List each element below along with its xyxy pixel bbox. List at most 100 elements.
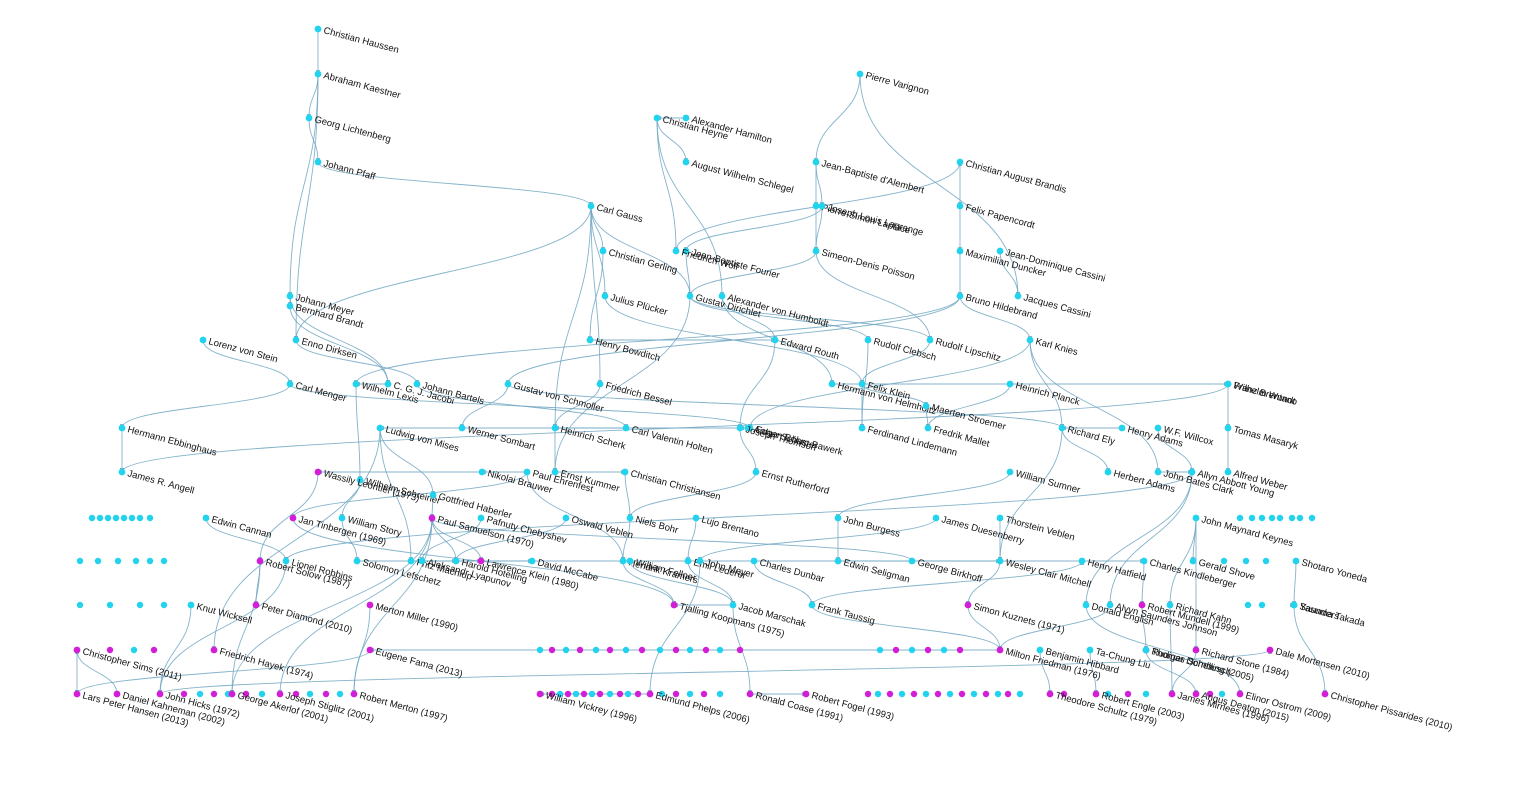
node-dot[interactable] (73, 646, 81, 654)
node-dot[interactable] (1082, 601, 1090, 609)
node-dot[interactable] (202, 514, 210, 522)
node-dot[interactable] (684, 557, 692, 565)
node-dot[interactable] (718, 292, 726, 300)
node-dot[interactable] (682, 114, 690, 122)
node-dot[interactable] (858, 424, 866, 432)
node-dot[interactable] (956, 158, 964, 166)
node-dot[interactable] (523, 468, 531, 476)
node-sombart[interactable]: Werner Sombart (458, 424, 537, 453)
node-dot[interactable] (305, 114, 313, 122)
node-dot[interactable] (314, 158, 322, 166)
node-dot[interactable] (750, 557, 758, 565)
node-dot[interactable] (366, 646, 374, 654)
node-christiansen[interactable]: Christian Christiansen (621, 468, 722, 503)
node-dot[interactable] (276, 690, 284, 698)
node-fama[interactable]: Eugene Fama (2013) (366, 646, 464, 680)
node-dot[interactable] (1192, 514, 1200, 522)
node-dot[interactable] (252, 601, 260, 609)
node-mitchell[interactable]: Wesley Clair Mitchell (996, 557, 1092, 591)
node-dot[interactable] (1166, 601, 1174, 609)
node-pfaff[interactable]: Johann Pfaff (314, 158, 377, 183)
node-dot[interactable] (587, 202, 595, 210)
node-ebbinghaus[interactable]: Hermann Ebbinghaus (118, 424, 218, 459)
node-dot[interactable] (1104, 468, 1112, 476)
node-dot[interactable] (428, 514, 436, 522)
node-dot[interactable] (864, 336, 872, 344)
node-dot[interactable] (1118, 424, 1126, 432)
node-dot[interactable] (210, 646, 218, 654)
node-dot[interactable] (528, 557, 536, 565)
node-dot[interactable] (834, 557, 842, 565)
node-dot[interactable] (1168, 690, 1176, 698)
node-lagrange[interactable]: Joseph Louis Lagrange (818, 202, 925, 238)
node-dot[interactable] (812, 247, 820, 255)
node-dot[interactable] (746, 690, 754, 698)
node-dot[interactable] (477, 557, 485, 565)
node-dot[interactable] (187, 601, 195, 609)
node-dot[interactable] (352, 380, 360, 388)
node-dot[interactable] (729, 601, 737, 609)
node-knies[interactable]: Karl Knies (1026, 336, 1080, 358)
node-dot[interactable] (118, 468, 126, 476)
node-dot[interactable] (1224, 380, 1232, 388)
node-dalembert[interactable]: Jean-Baptiste d'Alembert (812, 158, 926, 196)
node-brentano_f[interactable]: Franz Brentano (1224, 380, 1299, 408)
node-rutherford[interactable]: Ernst Rutherford (752, 468, 831, 497)
node-dot[interactable] (477, 514, 485, 522)
node-hayek[interactable]: Friedrich Hayek (1974) (210, 646, 315, 682)
node-dot[interactable] (619, 557, 627, 565)
node-dot[interactable] (586, 336, 594, 344)
node-dot[interactable] (1142, 646, 1150, 654)
node-lipschitz[interactable]: Rudolf Lipschitz (926, 336, 1002, 364)
node-dot[interactable] (282, 557, 290, 565)
node-yoneda[interactable]: Shotaro Yoneda (1292, 557, 1369, 586)
node-dot[interactable] (922, 402, 930, 410)
node-dot[interactable] (812, 202, 820, 210)
node-dot[interactable] (1036, 646, 1044, 654)
node-dot[interactable] (858, 380, 866, 388)
node-wicksell[interactable]: Knut Wicksell (187, 601, 254, 627)
node-dot[interactable] (413, 380, 421, 388)
node-dot[interactable] (682, 158, 690, 166)
node-dot[interactable] (956, 202, 964, 210)
node-lichtenberg[interactable]: Georg Lichtenberg (305, 114, 392, 145)
node-dot[interactable] (771, 336, 779, 344)
node-dot[interactable] (964, 601, 972, 609)
node-dot[interactable] (356, 476, 364, 484)
node-bohr[interactable]: Niels Bohr (626, 514, 680, 536)
node-dot[interactable] (1224, 468, 1232, 476)
node-dot[interactable] (924, 424, 932, 432)
node-dot[interactable] (1154, 424, 1162, 432)
node-dot[interactable] (696, 557, 704, 565)
node-seligman[interactable]: Edwin Seligman (834, 557, 911, 586)
node-dot[interactable] (646, 690, 654, 698)
node-dot[interactable] (932, 514, 940, 522)
node-dot[interactable] (1106, 601, 1114, 609)
node-dot[interactable] (686, 292, 694, 300)
node-dot[interactable] (1006, 380, 1014, 388)
node-dot[interactable] (73, 690, 81, 698)
node-diamond[interactable]: Peter Diamond (2010) (252, 601, 354, 636)
node-dot[interactable] (562, 514, 570, 522)
node-dot[interactable] (1086, 646, 1094, 654)
node-dot[interactable] (228, 690, 236, 698)
node-haussen[interactable]: Christian Haussen (314, 25, 400, 56)
node-dot[interactable] (1140, 557, 1148, 565)
node-dot[interactable] (1154, 468, 1162, 476)
node-dot[interactable] (818, 202, 826, 210)
node-dot[interactable] (452, 557, 460, 565)
node-dot[interactable] (1138, 601, 1146, 609)
node-dot[interactable] (286, 380, 294, 388)
node-brentano_l[interactable]: Lujo Brentano (692, 514, 761, 540)
node-dot[interactable] (376, 424, 384, 432)
node-dot[interactable] (856, 70, 864, 78)
node-dot[interactable] (1046, 690, 1054, 698)
node-dot[interactable] (956, 247, 964, 255)
node-kuznets[interactable]: Simon Kuznets (1971) (964, 601, 1066, 636)
node-dot[interactable] (996, 247, 1004, 255)
node-mises[interactable]: Ludwig von Mises (376, 424, 461, 455)
node-dot[interactable] (996, 514, 1004, 522)
node-dot[interactable] (996, 646, 1004, 654)
node-dot[interactable] (384, 380, 392, 388)
node-dot[interactable] (626, 514, 634, 522)
